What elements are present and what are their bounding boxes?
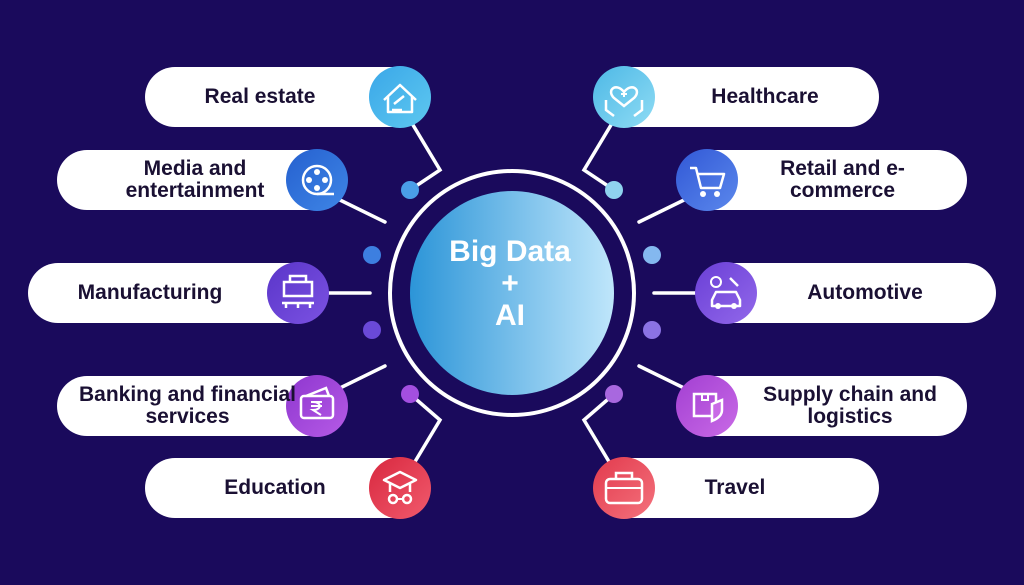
connector-healthcare [581, 118, 616, 192]
label-media: Media and entertainment [125, 157, 265, 202]
ring-dot [401, 385, 419, 403]
pill-healthcare [594, 67, 879, 127]
hub-title-line3: AI [495, 299, 525, 332]
connector-real-estate [408, 118, 443, 192]
package-shield-icon [676, 375, 738, 437]
film-reel-icon [286, 149, 348, 211]
label-healthcare: Healthcare [711, 85, 819, 108]
left-pills [28, 67, 430, 518]
label-education: Education [224, 476, 326, 499]
heart-hands-icon [593, 66, 655, 128]
pill-automotive [696, 263, 996, 323]
pill-retail [677, 150, 967, 210]
label-supply: Supply chain and logistics [763, 383, 937, 428]
connector-retail [637, 198, 686, 224]
label-real-estate: Real estate [204, 85, 316, 108]
house-gavel-icon [369, 66, 431, 128]
hub-title-line2: + [501, 267, 519, 300]
hub-title-line1: Big Data [449, 235, 571, 268]
ring-dot [643, 321, 661, 339]
shopping-cart-icon [676, 149, 738, 211]
pill-supply [677, 376, 967, 436]
pill-education [145, 458, 430, 518]
car-tools-icon [695, 262, 757, 324]
suitcase-icon [593, 457, 655, 519]
pill-real-estate [145, 67, 430, 127]
connector-media [338, 198, 387, 224]
label-travel: Travel [704, 476, 766, 499]
graduation-cap-icon [369, 457, 431, 519]
pill-media [57, 150, 347, 210]
hub-circle [410, 191, 614, 395]
connector-travel [581, 392, 616, 472]
factory-conveyor-icon [267, 262, 329, 324]
pill-manufacturing [28, 263, 328, 323]
pill-banking [57, 376, 347, 436]
connector-supply [637, 364, 686, 390]
right-pills [594, 67, 996, 518]
ring-dot [401, 181, 419, 199]
outer-ring [388, 169, 636, 417]
ring-dot [605, 385, 623, 403]
connector-education [408, 392, 443, 472]
rupee-wallet-icon [286, 375, 348, 437]
label-manufacturing: Manufacturing [77, 281, 223, 304]
label-automotive: Automotive [807, 281, 923, 304]
ring-dot [605, 181, 623, 199]
label-banking: Banking and financial services [78, 383, 297, 428]
ring-dot [643, 246, 661, 264]
ring-dots [363, 181, 661, 403]
ring-dot [363, 246, 381, 264]
label-retail: Retail and e-commerce [780, 157, 905, 202]
pill-travel [594, 458, 879, 518]
ring-dot [363, 321, 381, 339]
hub-title: Big Data + AI [410, 236, 610, 332]
connector-banking [338, 364, 387, 390]
